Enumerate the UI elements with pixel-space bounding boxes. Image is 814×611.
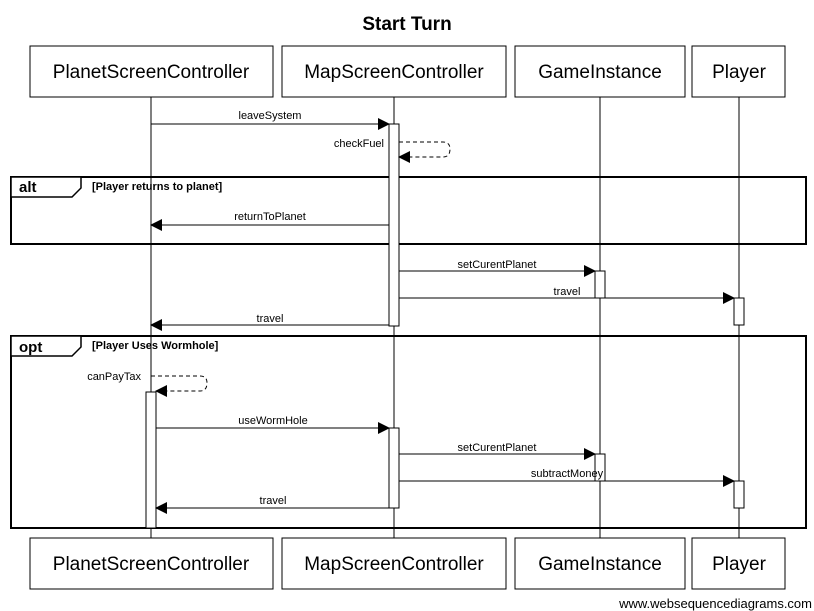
participant-label: MapScreenController	[304, 62, 484, 83]
message-travel-3: travel	[155, 495, 389, 514]
participant-top-player: Player	[691, 45, 786, 98]
message-returntoplanet: returnToPlanet	[150, 211, 389, 231]
activation-player	[733, 297, 745, 326]
participant-top-gameinstance: GameInstance	[514, 45, 686, 98]
message-travel-2: travel	[150, 313, 389, 331]
activation-player	[733, 480, 745, 509]
participant-top-mapscreencontroller: MapScreenController	[281, 45, 507, 98]
message-canpaytax: canPayTax	[87, 371, 208, 397]
message-subtractmoney: subtractMoney	[399, 468, 735, 487]
frame-condition: [Player returns to planet]	[92, 181, 223, 193]
message-label: leaveSystem	[239, 110, 302, 122]
message-label: useWormHole	[238, 415, 308, 427]
message-checkfuel: checkFuel	[334, 138, 451, 163]
participant-bottom-mapscreencontroller: MapScreenController	[281, 537, 507, 590]
message-label: checkFuel	[334, 138, 384, 150]
message-usewormhole: useWormHole	[156, 415, 390, 434]
participant-label: PlanetScreenController	[53, 554, 250, 575]
participant-label: Player	[712, 554, 767, 575]
activation-mapscreencontroller	[388, 123, 400, 327]
participant-top-planetscreencontroller: PlanetScreenController	[29, 45, 274, 98]
message-leavesystem: leaveSystem	[151, 110, 390, 130]
message-travel-1: travel	[399, 286, 735, 304]
message-label: travel	[260, 495, 287, 507]
message-label: subtractMoney	[531, 468, 604, 480]
participant-bottom-planetscreencontroller: PlanetScreenController	[29, 537, 274, 590]
participant-bottom-player: Player	[691, 537, 786, 590]
message-label: setCurentPlanet	[458, 259, 537, 271]
message-setcurentplanet-1: setCurentPlanet	[399, 259, 596, 277]
message-label: returnToPlanet	[234, 211, 306, 223]
activation-mapscreencontroller	[388, 427, 400, 509]
activation-gameinstance	[594, 270, 606, 299]
message-label: travel	[554, 286, 581, 298]
participant-label: GameInstance	[538, 62, 662, 83]
participant-label: Player	[712, 62, 767, 83]
watermark-text: www.websequencediagrams.com	[618, 596, 812, 611]
participant-label: PlanetScreenController	[53, 62, 250, 83]
participant-label: GameInstance	[538, 554, 662, 575]
message-label: canPayTax	[87, 371, 141, 383]
frame-opt: opt [Player Uses Wormhole]	[10, 335, 807, 529]
message-label: travel	[257, 313, 284, 325]
frame-condition: [Player Uses Wormhole]	[92, 340, 219, 352]
diagram-title: Start Turn	[362, 14, 451, 35]
participant-bottom-gameinstance: GameInstance	[514, 537, 686, 590]
message-setcurentplanet-2: setCurentPlanet	[399, 442, 596, 460]
frame-alt: alt [Player returns to planet]	[10, 176, 807, 245]
participant-label: MapScreenController	[304, 554, 484, 575]
activation-planetscreencontroller	[145, 391, 157, 529]
frame-keyword: opt	[19, 339, 42, 356]
frame-keyword: alt	[19, 179, 37, 196]
message-label: setCurentPlanet	[458, 442, 537, 454]
